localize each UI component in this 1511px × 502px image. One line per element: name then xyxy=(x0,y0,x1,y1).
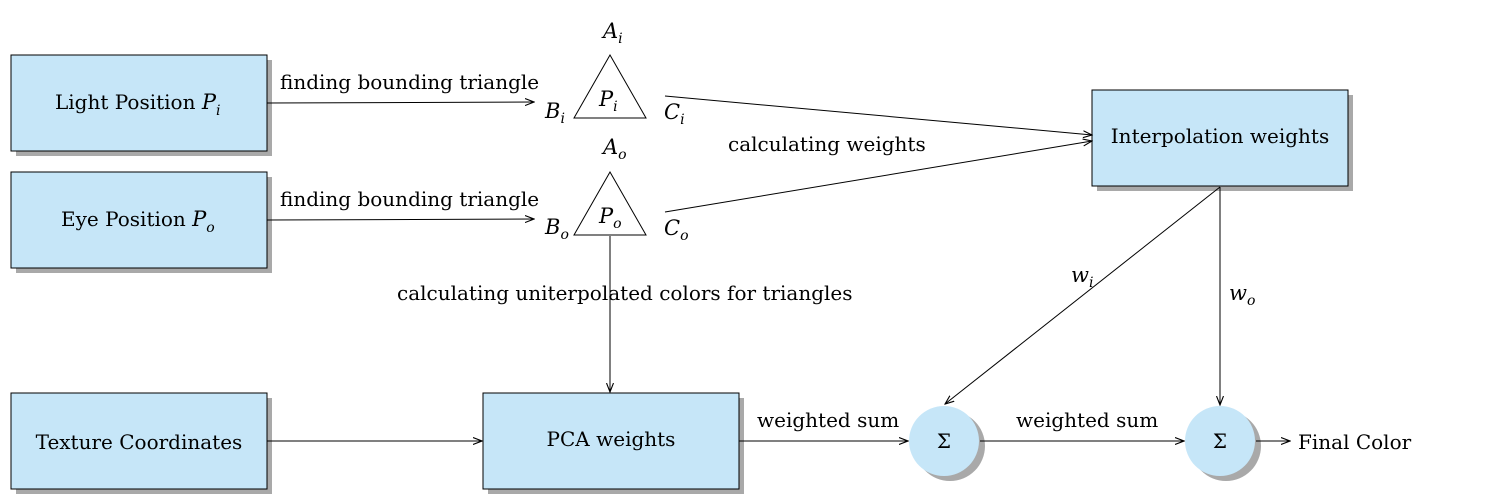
vertex-b-o: Bo xyxy=(544,215,569,243)
light-position-label: Light Position Pi xyxy=(55,90,220,119)
vertex-b-i: Bi xyxy=(544,99,565,127)
pca-weights-box: PCA weights xyxy=(482,392,744,494)
triangle-o: Ao Bo Co Po xyxy=(544,135,689,244)
sum-node-2: Σ xyxy=(1185,406,1261,481)
label-finding-bounding-1: finding bounding triangle xyxy=(280,70,539,94)
label-weighted-sum-1: weighted sum xyxy=(757,408,899,432)
arrow-ci-to-interp xyxy=(664,95,1092,135)
label-uninterpolated-colors: calculating uniterpolated colors for tri… xyxy=(397,281,853,305)
point-p-i: Pi xyxy=(598,87,618,115)
arrow-light-to-triangle xyxy=(266,102,534,103)
vertex-c-o: Co xyxy=(664,216,689,244)
label-final-color: Final Color xyxy=(1298,430,1412,454)
eye-position-label: Eye Position Po xyxy=(61,207,215,236)
eye-position-box: Eye Position Po xyxy=(10,171,272,273)
texture-coordinates-box: Texture Coordinates xyxy=(10,392,272,494)
label-w-o: wo xyxy=(1229,281,1255,309)
label-calculating-weights: calculating weights xyxy=(728,132,926,156)
label-finding-bounding-2: finding bounding triangle xyxy=(280,187,539,211)
pca-weights-label: PCA weights xyxy=(547,427,676,451)
arrow-co-to-interp xyxy=(664,141,1092,213)
point-p-o: Po xyxy=(598,204,622,232)
arrow-interp-to-sum1 xyxy=(945,186,1221,404)
triangle-i: Ai Bi Ci Pi xyxy=(544,19,685,128)
label-weighted-sum-2: weighted sum xyxy=(1016,408,1158,432)
sum-node-1: Σ xyxy=(909,406,985,481)
texture-coordinates-label: Texture Coordinates xyxy=(36,430,243,454)
label-w-i: wi xyxy=(1071,263,1093,291)
vertex-a-o: Ao xyxy=(601,135,627,163)
interpolation-weights-label: Interpolation weights xyxy=(1111,124,1329,148)
sigma-symbol-2: Σ xyxy=(1213,429,1227,453)
interpolation-weights-box: Interpolation weights xyxy=(1091,89,1353,191)
light-position-box: Light Position Pi xyxy=(10,54,272,156)
arrow-eye-to-triangle xyxy=(266,219,534,220)
sigma-symbol-1: Σ xyxy=(937,429,951,453)
vertex-a-i: Ai xyxy=(601,19,623,47)
vertex-c-i: Ci xyxy=(664,100,685,128)
